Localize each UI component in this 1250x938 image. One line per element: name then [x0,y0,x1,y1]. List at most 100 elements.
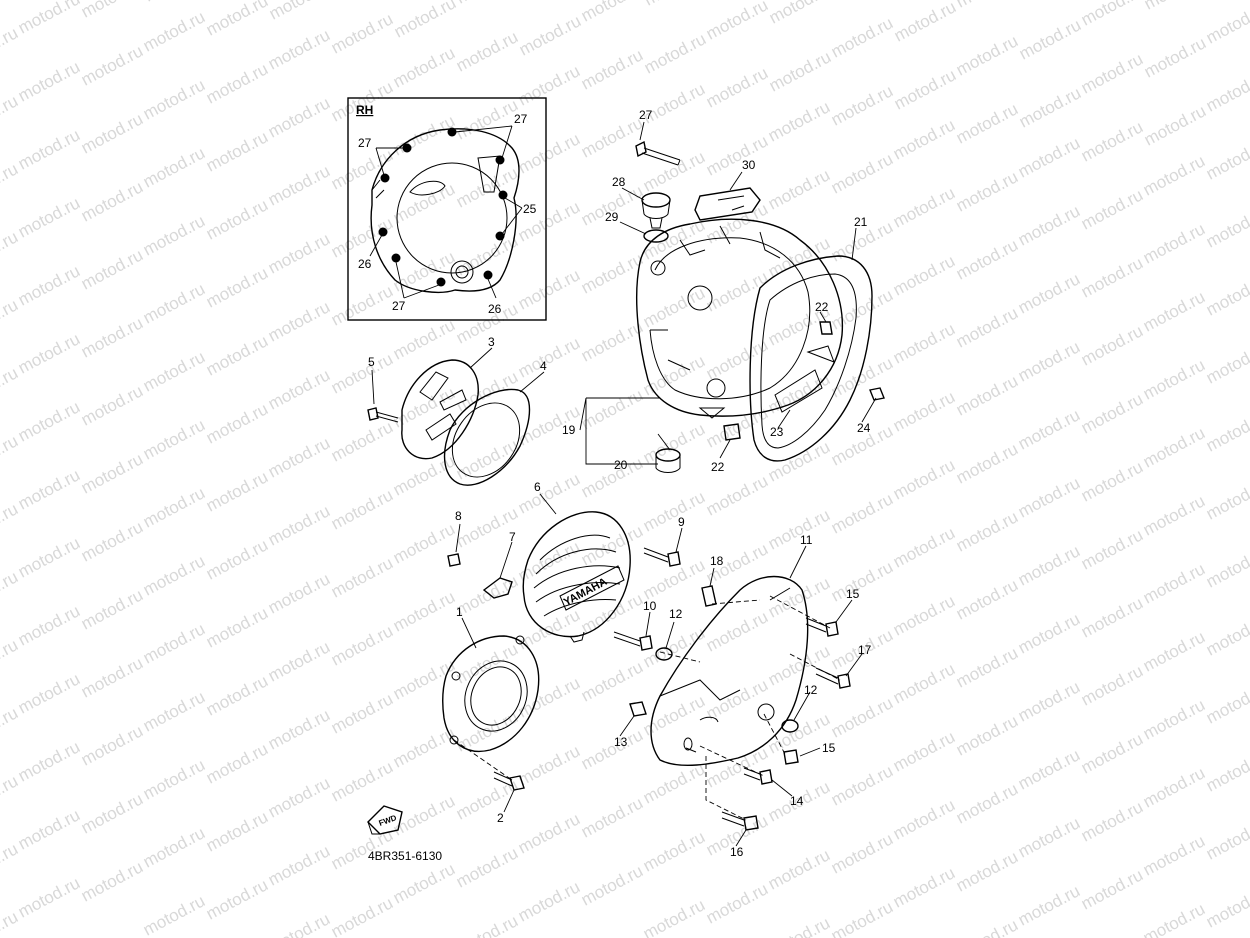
watermark-text: motod.ru [265,705,333,753]
watermark-text: motod.ru [890,183,958,231]
bolt-27 [635,140,681,166]
watermark-text: motod.ru [1015,745,1083,793]
watermark-text: motod.ru [1203,475,1250,523]
label-26: 26 [358,257,372,271]
watermark-text: motod.ru [703,879,771,927]
watermark-text: motod.ru [0,771,21,819]
watermark-text: motod.ru [140,143,208,191]
watermark-text: motod.ru [578,521,646,569]
watermark-text: motod.ru [1016,83,1084,131]
watermark-text: motod.ru [203,195,271,243]
watermark-text: motod.ru [953,915,1021,938]
watermark-text: motod.ru [1140,355,1208,403]
watermark-text: motod.ru [890,251,958,299]
watermark-text: motod.ru [515,809,583,857]
label-14: 14 [790,794,804,808]
label-22: 22 [815,300,829,314]
watermark-text: motod.ru [1015,405,1083,453]
plate-3 [401,359,479,460]
watermark-text: motod.ru [765,369,833,417]
label-20: 20 [614,458,628,472]
watermark-text: motod.ru [1015,677,1083,725]
watermark-text: motod.ru [765,641,833,689]
watermark-text: motod.ru [203,671,271,719]
watermark-text: motod.ru [390,859,458,907]
watermark-text: motod.ru [703,199,771,247]
watermark-text: motod.ru [703,267,771,315]
watermark-text: motod.ru [1203,883,1250,931]
dowel-22 [819,321,833,335]
watermark-text: motod.ru [1015,269,1083,317]
watermark-text: motod.ru [265,569,333,617]
watermark-text: motod.ru [1015,609,1083,657]
gasket-21 [749,255,873,462]
watermark-text: motod.ru [766,47,834,95]
watermark-text: motod.ru [203,331,271,379]
watermark-text: motod.ru [953,0,1021,12]
watermark-text: motod.ru [641,0,709,10]
label-5: 5 [368,355,375,369]
watermark-text: motod.ru [890,795,958,843]
label-27: 27 [358,136,372,150]
watermark-text: motod.ru [203,127,271,175]
gasket-4 [443,388,531,486]
label-8: 8 [455,509,462,523]
cap-13 [629,701,647,717]
watermark-text: motod.ru [1203,339,1250,387]
label-11: 11 [800,533,813,547]
watermark-text: motod.ru [1078,389,1146,437]
watermark-text: motod.ru [265,229,333,277]
bolt-10 [613,631,653,651]
watermark-text: motod.ru [1203,271,1250,319]
watermark-text: motod.ru [15,0,83,38]
watermark-text: motod.ru [1140,423,1208,471]
watermark-text: motod.ru [390,383,458,431]
label-12: 12 [804,683,818,697]
watermark-text: motod.ru [953,303,1021,351]
watermark-text: motod.ru [1016,15,1084,63]
watermark-text: motod.ru [1015,813,1083,861]
watermark-text: motod.ru [1203,407,1250,455]
rh-inset: RH 27 27 25 26 27 26 [347,97,547,321]
watermark-text: motod.ru [578,113,646,161]
watermark-text: motod.ru [1078,729,1146,777]
watermark-text: motod.ru [953,99,1021,147]
watermark-text: motod.ru [953,439,1021,487]
watermark-text: motod.ru [1078,457,1146,505]
watermark-text: motod.ru [1015,133,1083,181]
cover-11 [650,575,809,767]
watermark-text: motod.ru [890,319,958,367]
watermark-text: motod.ru [265,773,333,821]
watermark-text: motod.ru [703,0,771,44]
watermark-text: motod.ru [515,741,583,789]
watermark-text: motod.ru [828,693,896,741]
watermark-text: motod.ru [890,387,958,435]
watermark-text: motod.ru [140,891,208,938]
watermark-text: motod.ru [953,779,1021,827]
watermark-text: motod.ru [15,669,83,717]
watermark-text: motod.ru [1203,611,1250,659]
bolt-8 [447,553,461,567]
watermark-text: motod.ru [390,587,458,635]
watermark-text: motod.ru [1015,337,1083,385]
watermark-text: motod.ru [140,483,208,531]
watermark-text: motod.ru [1140,627,1208,675]
watermark-text: motod.ru [15,737,83,785]
watermark-text: motod.ru [0,227,21,275]
watermark-text: motod.ru [265,433,333,481]
watermark-text: motod.ru [1140,695,1208,743]
label-28: 28 [612,175,626,189]
watermark-text: motod.ru [828,829,896,877]
inset-oil-window [450,260,474,284]
label-27: 27 [514,112,528,126]
watermark-text: motod.ru [1078,865,1146,913]
watermark-text: motod.ru [1141,33,1209,81]
watermark-text: motod.ru [265,909,333,938]
watermark-text: motod.ru [578,317,646,365]
o-ring-29 [643,229,669,243]
watermark-text: motod.ru [953,643,1021,691]
watermark-text: motod.ru [0,431,21,479]
watermark-text: motod.ru [1140,287,1208,335]
watermark-text: motod.ru [390,247,458,295]
watermark-text: motod.ru [15,57,83,105]
